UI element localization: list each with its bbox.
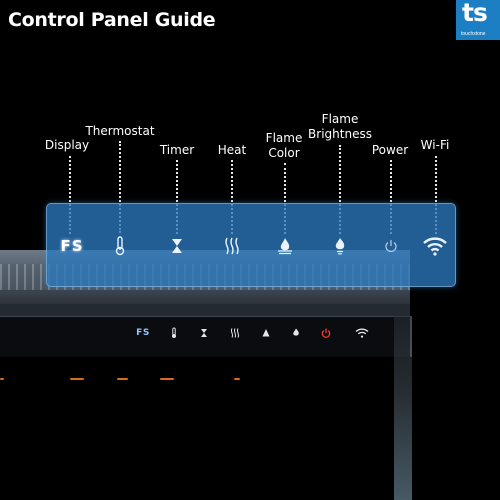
leader-line-timer [176,160,178,234]
flame-brightness-button[interactable] [333,237,347,255]
ember-glow [117,378,128,380]
leader-line-wifi [435,156,437,234]
hourglass-icon [201,329,207,337]
wifi-icon [423,237,447,256]
ember-glow [70,378,84,380]
logo-subtext: touchstone [461,31,486,37]
power-icon [321,328,331,338]
label-timer: Timer [159,143,195,157]
flame-color-icon [278,238,292,255]
flame-brightness-icon [293,328,299,336]
display-fs-icon: FS [136,328,150,338]
display-readout: FS [60,237,83,255]
thermostat-button[interactable] [114,236,126,256]
control-panel-zoom [46,203,456,287]
heat-waves-icon [225,237,239,255]
heat-button[interactable] [224,237,240,255]
label-flame-brightness: Flame Brightness [308,112,372,141]
device-flame-brightness-button[interactable] [292,328,300,338]
leader-line-flame-color [284,163,286,234]
page-title: Control Panel Guide [8,9,216,31]
leader-line-flame-brightness [339,145,341,234]
fireplace-glass-edge [394,316,412,500]
wifi-icon [355,328,369,338]
fireplace-trim [0,304,410,316]
thermometer-icon [172,327,176,338]
device-flame-color-button[interactable] [262,329,270,338]
display-fs-icon: FS [60,237,84,255]
device-wifi-button[interactable] [355,328,369,338]
flame-color-button[interactable] [277,237,293,255]
label-display: Display [44,138,90,152]
flame-brightness-icon [335,238,345,255]
device-heat-button[interactable] [230,328,240,338]
leader-line-power [390,160,392,234]
device-timer-button[interactable] [201,329,208,338]
brand-logo: ts touchstone [456,0,500,40]
label-thermostat: Thermostat [85,124,155,138]
leader-line-display [69,156,71,234]
device-display-readout: FS [136,328,150,338]
timer-button[interactable] [171,238,183,254]
device-power-button[interactable] [321,328,331,338]
thermometer-icon [115,236,125,256]
leader-line-heat [231,160,233,234]
power-button[interactable] [384,239,398,253]
hourglass-icon [172,239,182,253]
ember-glow [160,378,174,380]
power-icon [385,240,397,253]
label-heat: Heat [217,143,247,157]
label-power: Power [371,143,409,157]
ember-glow [0,378,4,380]
label-flame-color: Flame Color [265,131,303,160]
label-wifi: Wi-Fi [420,138,450,152]
leader-line-thermostat [119,141,121,233]
device-thermostat-button[interactable] [171,327,178,339]
ember-glow [234,378,240,380]
logo-text: ts [462,0,488,27]
flame-color-icon [262,329,270,337]
wifi-button[interactable] [422,236,448,256]
heat-waves-icon [231,328,239,338]
